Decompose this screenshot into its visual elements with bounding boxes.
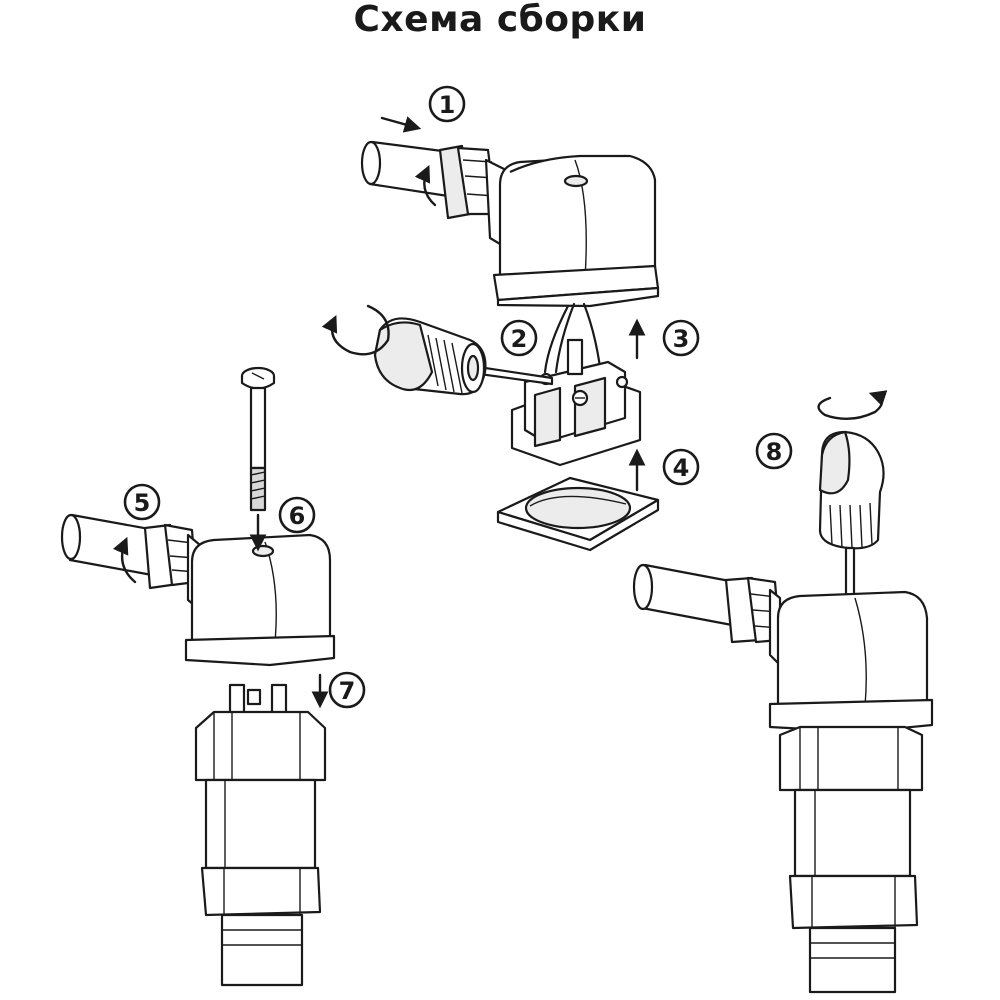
left-screw [240, 366, 276, 512]
step-arrows [112, 116, 888, 709]
top-cable [360, 140, 452, 198]
right-cable [632, 563, 737, 627]
arrow-step1-push [380, 116, 422, 133]
step-4-marker: 4 [662, 448, 700, 486]
right-housing [768, 588, 934, 734]
step-2-marker: 2 [500, 319, 538, 357]
step-6-marker: 6 [278, 496, 316, 534]
left-cable [60, 513, 157, 577]
arrow-step1-rotate [414, 164, 437, 207]
arrow-step5-rotate [112, 536, 137, 584]
terminal-insert [510, 338, 642, 467]
right-sensor-body [778, 725, 924, 994]
step-4-number: 4 [673, 454, 690, 482]
arrow-step2-rotate [321, 304, 390, 356]
step-6-number: 6 [289, 502, 306, 530]
step-1-marker: 1 [428, 85, 466, 123]
step-5-marker: 5 [123, 483, 161, 521]
step-1-number: 1 [439, 91, 456, 119]
right-screwdriver [818, 430, 885, 617]
flat-gasket [496, 476, 660, 552]
left-sensor-body [194, 710, 327, 987]
top-housing [484, 154, 660, 308]
step-7-number: 7 [339, 677, 356, 705]
step-8-number: 8 [766, 438, 783, 466]
step-3-number: 3 [673, 325, 690, 353]
step-3-marker: 3 [662, 319, 700, 357]
step-8-marker: 8 [755, 432, 793, 470]
step-2-number: 2 [511, 325, 528, 353]
step-7-marker: 7 [328, 671, 366, 709]
diagram-title: Схема сборки [353, 0, 647, 40]
arrow-step8-rotate [817, 390, 888, 420]
step-5-number: 5 [134, 489, 151, 517]
left-housing [184, 533, 336, 667]
